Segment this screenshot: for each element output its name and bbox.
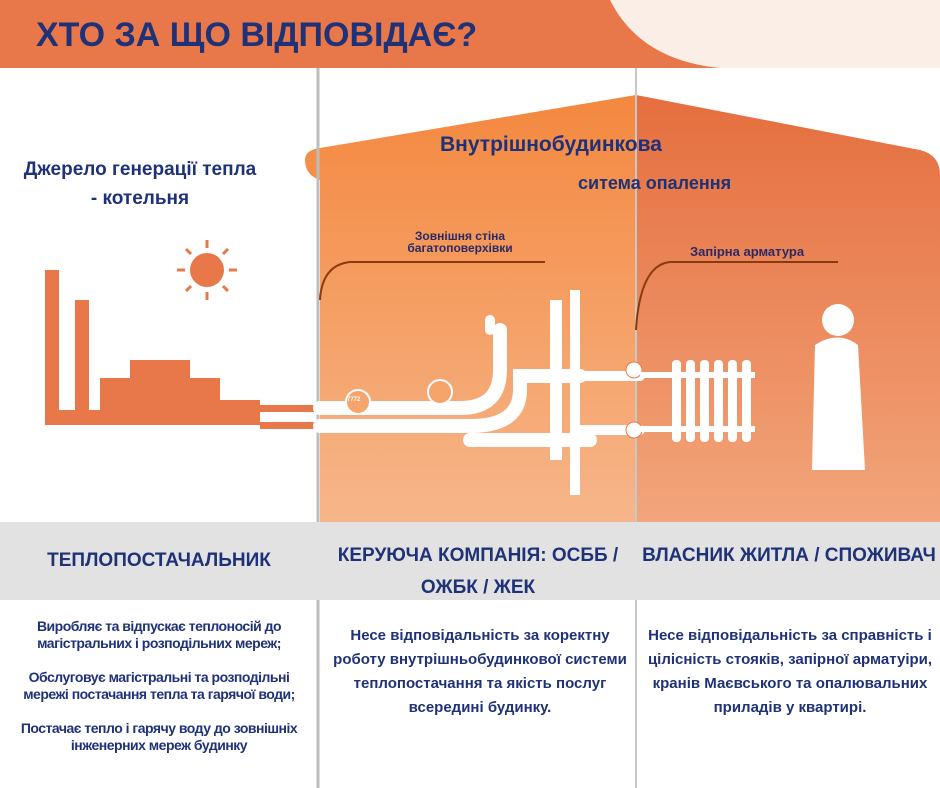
- page-title: ХТО ЗА ЩО ВІДПОВІДАЄ?: [36, 16, 478, 54]
- label-underline: [319, 261, 838, 331]
- heading-management-company: КЕРУЮЧА КОМПАНІЯ: ОСББ / ОЖБК / ЖЕК: [337, 545, 619, 598]
- house-roof-right: [636, 95, 940, 522]
- pipes-icon: [313, 290, 645, 495]
- boiler-house-icon: [45, 270, 320, 429]
- shutoff-valve-icon: [625, 361, 643, 439]
- description-item: Постачає тепло і гарячу воду до зовнішні…: [20, 720, 298, 753]
- person-icon: [812, 304, 865, 470]
- valve-label: Запірна арматура: [690, 244, 805, 259]
- management-company-description: Несе відповідальність за коректну роботу…: [333, 627, 627, 716]
- wall-label: Зовнішня стіна багатоповерхівки: [407, 229, 513, 255]
- house-roof-left: [305, 95, 636, 522]
- gauge-icon: [345, 379, 453, 415]
- header-curve: [610, 0, 940, 68]
- heading-band: [0, 522, 940, 600]
- description-item: Виробляє та відпускає теплоносій до магі…: [36, 618, 282, 651]
- system-label-line1: Внутрішнобудинкова: [440, 133, 662, 156]
- heat-supplier-description: Виробляє та відпускає теплоносій до магі…: [8, 618, 310, 771]
- heat-source-label: Джерело генерації тепла - котельня: [23, 159, 257, 209]
- description-item: Обслуговує магістральні та розподільні м…: [23, 669, 295, 702]
- sun-icon: [177, 240, 237, 300]
- system-label-line2: ситема опалення: [578, 173, 732, 193]
- owner-description: Несе відповідальність за справність і ці…: [647, 627, 933, 716]
- heading-owner: ВЛАСНИК ЖИТЛА / СПОЖИВАЧ: [642, 545, 936, 566]
- heading-heat-supplier: ТЕПЛОПОСТАЧАЛЬНИК: [47, 550, 271, 571]
- radiator-icon: [640, 360, 755, 442]
- meter-reading: 7772: [347, 397, 361, 403]
